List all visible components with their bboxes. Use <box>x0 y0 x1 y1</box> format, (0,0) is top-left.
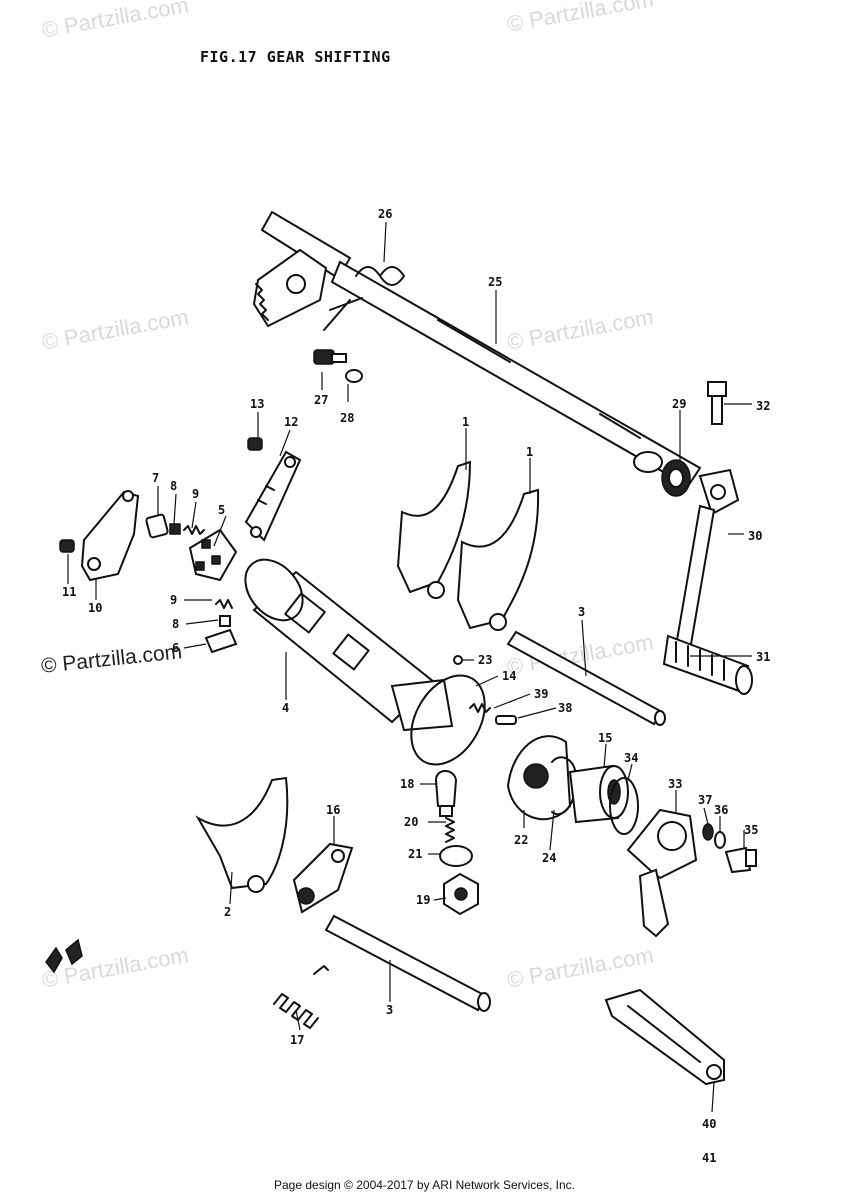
label-20: 20 <box>404 815 418 829</box>
cam-stopper-5[interactable] <box>188 528 238 582</box>
label-40: 40 <box>702 1117 716 1131</box>
bearing-15[interactable] <box>568 764 629 824</box>
oil-seal-29[interactable] <box>661 459 691 497</box>
page-footer: Page design © 2004-2017 by ARI Network S… <box>273 1178 575 1192</box>
label-25: 25 <box>488 275 502 289</box>
label-19: 19 <box>416 893 430 907</box>
label-2: 2 <box>224 905 231 919</box>
gear-shift-cam-lever-33[interactable] <box>626 808 698 938</box>
label-7: 7 <box>152 471 159 485</box>
label-5: 5 <box>218 503 225 517</box>
gearshift-fork-1a[interactable] <box>396 460 472 599</box>
pin-38[interactable] <box>495 715 517 725</box>
washer-37[interactable] <box>702 823 714 841</box>
label-34: 34 <box>624 751 638 765</box>
label-17: 17 <box>290 1033 304 1047</box>
cam-stopper-plate-10[interactable] <box>80 490 140 582</box>
label-9b: 9 <box>170 593 177 607</box>
label-14: 14 <box>502 669 516 683</box>
pin-8b[interactable] <box>219 615 231 627</box>
label-8a: 8 <box>170 479 177 493</box>
spring-20[interactable] <box>445 817 455 843</box>
registration-mark <box>45 938 83 974</box>
switch-18[interactable] <box>434 770 458 817</box>
label-27: 27 <box>314 393 328 407</box>
shift-shaft-spring[interactable] <box>323 266 405 331</box>
label-24: 24 <box>542 851 556 865</box>
label-29: 29 <box>672 397 686 411</box>
washer-36[interactable] <box>714 831 726 849</box>
spring-17[interactable] <box>273 965 329 1029</box>
label-1a: 1 <box>462 415 469 429</box>
label-8b: 8 <box>172 617 179 631</box>
label-12: 12 <box>284 415 298 429</box>
figure-title: FIG.17 GEAR SHIFTING <box>200 48 391 66</box>
label-1b: 1 <box>526 445 533 459</box>
label-10: 10 <box>88 601 102 615</box>
spring-9b[interactable] <box>215 599 233 609</box>
label-16: 16 <box>326 803 340 817</box>
clip-28[interactable] <box>345 369 363 383</box>
spring-39[interactable] <box>469 703 491 713</box>
lever-40[interactable] <box>604 988 725 1086</box>
label-22: 22 <box>514 833 528 847</box>
label-30: 30 <box>748 529 762 543</box>
label-32: 32 <box>756 399 770 413</box>
label-18: 18 <box>400 777 414 791</box>
gearshift-fork-1b[interactable] <box>456 488 540 631</box>
cam-guide-22[interactable] <box>506 735 572 821</box>
bolt-11[interactable] <box>59 539 75 553</box>
label-31: 31 <box>756 650 770 664</box>
label-23: 23 <box>478 653 492 667</box>
label-15: 15 <box>598 731 612 745</box>
fork-shaft-3b[interactable] <box>324 914 491 1012</box>
shift-arm-plate[interactable] <box>252 248 328 328</box>
gearshift-cam-drum-4[interactable] <box>234 549 454 732</box>
label-3b: 3 <box>386 1003 393 1017</box>
label-37: 37 <box>698 793 712 807</box>
circlip-14[interactable] <box>396 662 499 777</box>
leader-lines <box>67 221 752 1113</box>
label-28: 28 <box>340 411 354 425</box>
part-labels: 26 25 27 28 29 32 30 31 1 1 3 4 5 7 8 9 … <box>62 207 770 1165</box>
screw-13[interactable] <box>247 437 263 451</box>
label-41: 41 <box>702 1151 716 1165</box>
label-36: 36 <box>714 803 728 817</box>
spring-9a[interactable] <box>183 525 205 535</box>
nut-19[interactable] <box>443 872 479 916</box>
pin-plate-16[interactable] <box>292 842 354 914</box>
label-3a: 3 <box>578 605 585 619</box>
label-35: 35 <box>744 823 758 837</box>
bolt-35[interactable] <box>724 846 757 874</box>
label-4: 4 <box>282 701 289 715</box>
gearshift-shaft[interactable] <box>260 210 702 488</box>
stopper-piece-7[interactable] <box>145 513 169 539</box>
label-38: 38 <box>558 701 572 715</box>
stopper-6[interactable] <box>204 628 238 654</box>
label-6: 6 <box>172 641 179 655</box>
o-ring-21[interactable] <box>439 845 473 867</box>
shift-pedal-rubber-31[interactable] <box>662 634 753 695</box>
fork-shaft-3a[interactable] <box>506 630 666 726</box>
label-13: 13 <box>250 397 264 411</box>
label-39: 39 <box>534 687 548 701</box>
gear-shift-lever-30[interactable] <box>674 468 740 652</box>
label-9a: 9 <box>192 487 199 501</box>
pin-23[interactable] <box>453 655 463 665</box>
o-ring-34[interactable] <box>609 777 639 835</box>
stopper-plate-12[interactable] <box>244 450 302 542</box>
label-26: 26 <box>378 207 392 221</box>
gearshift-fork-2[interactable] <box>195 776 289 893</box>
label-11: 11 <box>62 585 76 599</box>
pin-8a[interactable] <box>169 523 181 535</box>
bolt-32[interactable] <box>707 381 727 425</box>
bolt-27[interactable] <box>313 349 347 365</box>
label-33: 33 <box>668 777 682 791</box>
label-21: 21 <box>408 847 422 861</box>
